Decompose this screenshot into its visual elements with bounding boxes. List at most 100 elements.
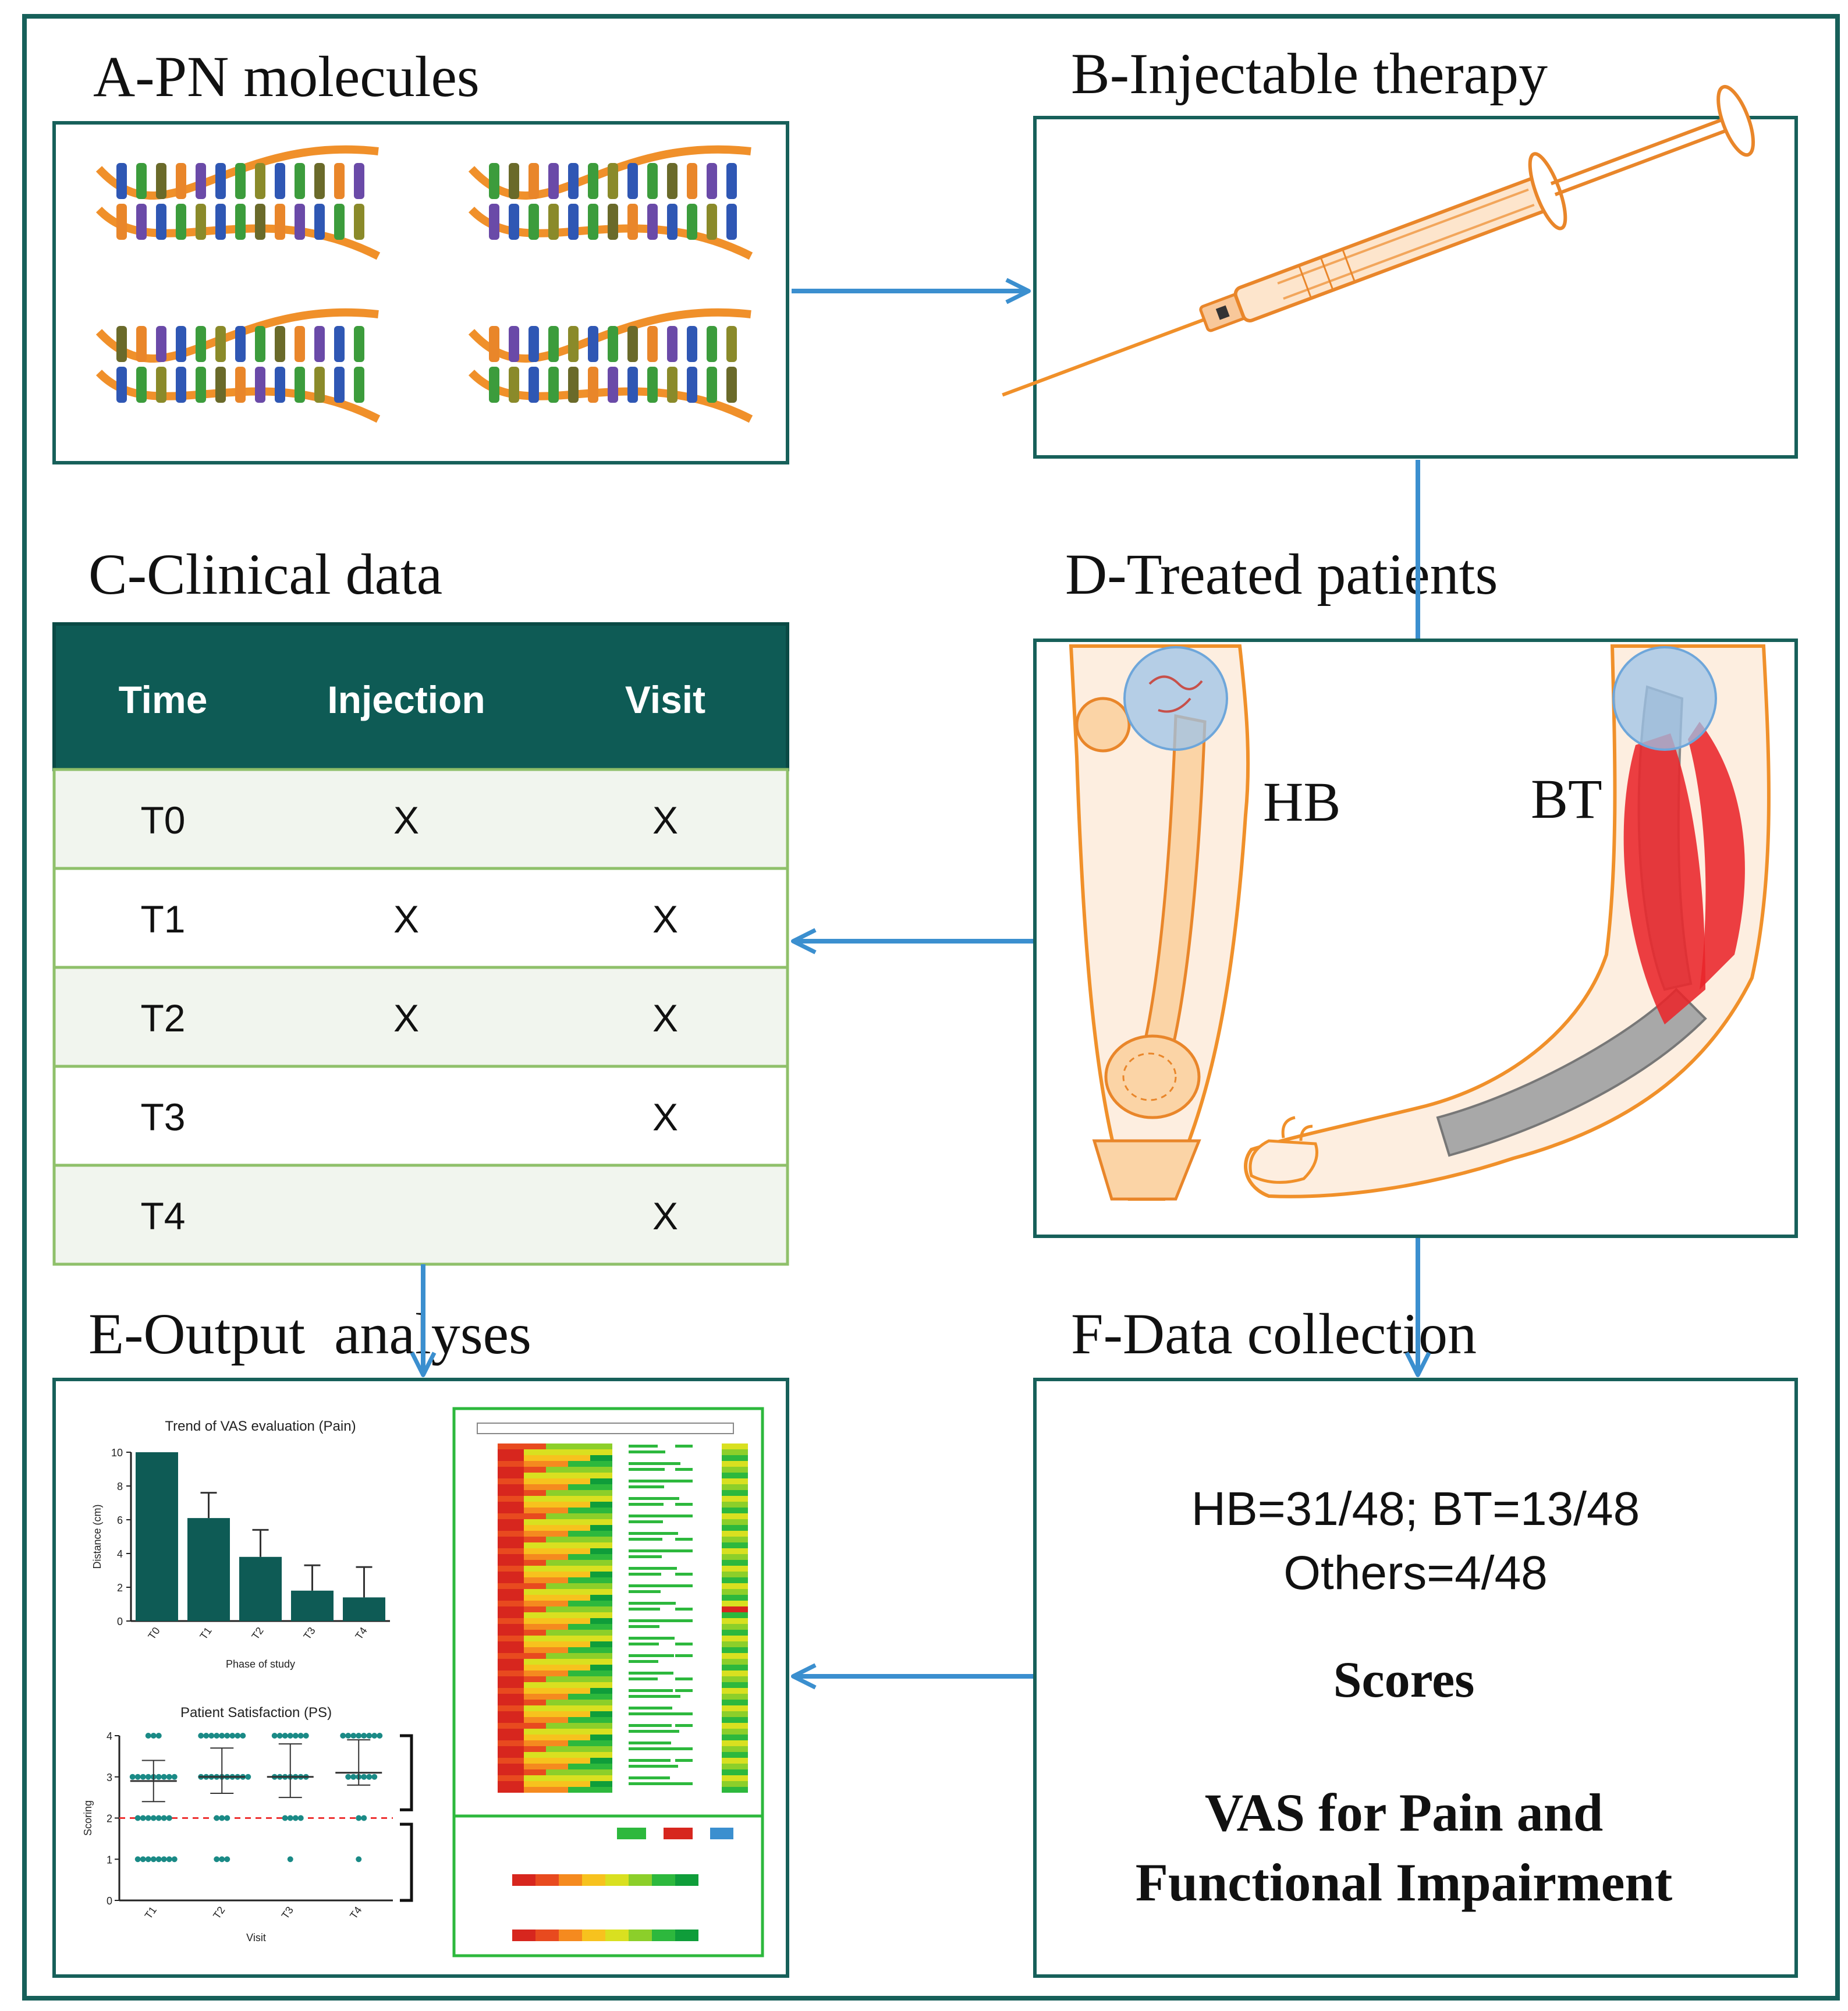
heat-cell (546, 1641, 568, 1647)
heat-cell (524, 1758, 546, 1764)
heat-cell (546, 1589, 568, 1595)
heat-cell (546, 1531, 568, 1537)
heat-cell (524, 1694, 546, 1700)
vas-bar-chart: Trend of VAS evaluation (Pain)0246810Dis… (91, 1418, 390, 1670)
heat-cell (722, 1525, 748, 1531)
heat-cell (498, 1461, 524, 1467)
heat-cell (498, 1665, 524, 1670)
legend-swatch (582, 1874, 605, 1886)
heat-cell (498, 1775, 524, 1781)
heat-cell (722, 1769, 748, 1775)
scatter-point (340, 1733, 346, 1739)
dna-molecule-icon (468, 145, 753, 260)
bar-y-tick: 6 (117, 1515, 123, 1526)
heat-cell (568, 1746, 590, 1752)
heat-cell (546, 1496, 568, 1502)
vas-label-line-1: VAS for Pain and (1205, 1783, 1603, 1842)
scatter-point (350, 1733, 357, 1739)
heat-cell (722, 1548, 748, 1554)
scatter-point (356, 1815, 362, 1821)
heat-cell (568, 1618, 590, 1624)
heat-cell (524, 1717, 546, 1723)
heat-cell (524, 1688, 546, 1694)
heat-cell (568, 1775, 590, 1781)
legend-swatch (629, 1930, 652, 1941)
heat-cell (546, 1624, 568, 1630)
scatter-point (171, 1774, 178, 1780)
heat-cell (546, 1554, 568, 1560)
scatter-point (276, 1733, 283, 1739)
heat-cell (546, 1711, 568, 1717)
heat-cell (722, 1577, 748, 1583)
heat-cell (498, 1443, 524, 1449)
heat-cell (546, 1670, 568, 1676)
heat-cell (590, 1589, 612, 1595)
legend-swatch (605, 1874, 629, 1886)
heat-cell (722, 1478, 748, 1484)
heat-cell (568, 1647, 590, 1653)
legend-swatch (582, 1930, 605, 1941)
heat-cell (498, 1467, 524, 1473)
heat-cell (722, 1508, 748, 1513)
heat-cell (524, 1473, 546, 1478)
heat-cell (722, 1490, 748, 1496)
heat-cell (546, 1443, 568, 1449)
heat-cell (722, 1665, 748, 1670)
heat-cell (722, 1746, 748, 1752)
heat-cell (590, 1496, 612, 1502)
heat-cell (568, 1455, 590, 1461)
heat-cell (722, 1537, 748, 1542)
heat-cell (568, 1508, 590, 1513)
heat-cell (568, 1694, 590, 1700)
bar (136, 1452, 178, 1621)
heat-cell (498, 1647, 524, 1653)
heat-cell (590, 1769, 612, 1775)
heat-cell (722, 1595, 748, 1601)
scatter-point (345, 1774, 352, 1780)
heat-cell (524, 1548, 546, 1554)
heat-cell (722, 1688, 748, 1694)
heat-cell (498, 1595, 524, 1601)
heat-cell (524, 1653, 546, 1659)
scatter-point (240, 1733, 246, 1739)
heat-cell (722, 1705, 748, 1711)
scatter-y-tick: 2 (107, 1813, 112, 1825)
heat-cell (722, 1723, 748, 1729)
heat-cell (524, 1746, 546, 1752)
panel-b-title: B-Injectable therapy (1071, 41, 1548, 106)
heat-cell (546, 1467, 568, 1473)
heat-cell (568, 1781, 590, 1787)
heat-cell (524, 1711, 546, 1717)
heat-cell (590, 1449, 612, 1455)
heat-cell (498, 1455, 524, 1461)
heat-cell (568, 1665, 590, 1670)
heat-cell (722, 1473, 748, 1478)
heat-cell (546, 1542, 568, 1548)
heat-cell (722, 1449, 748, 1455)
scatter-point (198, 1733, 204, 1739)
heat-cell (546, 1548, 568, 1554)
scatter-point (166, 1815, 172, 1821)
scatter-point (150, 1856, 157, 1863)
scatter-point (161, 1774, 167, 1780)
panel-f-box: HB=31/48; BT=13/48 Others=4/48 Scores VA… (1033, 1378, 1798, 1978)
heat-cell (546, 1449, 568, 1455)
heat-cell (568, 1461, 590, 1467)
heat-cell (568, 1519, 590, 1525)
heat-cell (524, 1560, 546, 1566)
heat-cell (722, 1758, 748, 1764)
heat-cell (546, 1566, 568, 1572)
bar-y-label: Distance (cm) (91, 1504, 103, 1569)
heat-cell (546, 1764, 568, 1769)
heat-cell (568, 1787, 590, 1793)
heat-cell (524, 1508, 546, 1513)
scatter-point (371, 1733, 378, 1739)
table-cell: T3 (140, 1095, 185, 1138)
heat-cell (722, 1601, 748, 1606)
heat-cell (524, 1606, 546, 1612)
heat-cell (546, 1612, 568, 1618)
table-cell: T1 (140, 898, 185, 941)
heat-cell (546, 1758, 568, 1764)
